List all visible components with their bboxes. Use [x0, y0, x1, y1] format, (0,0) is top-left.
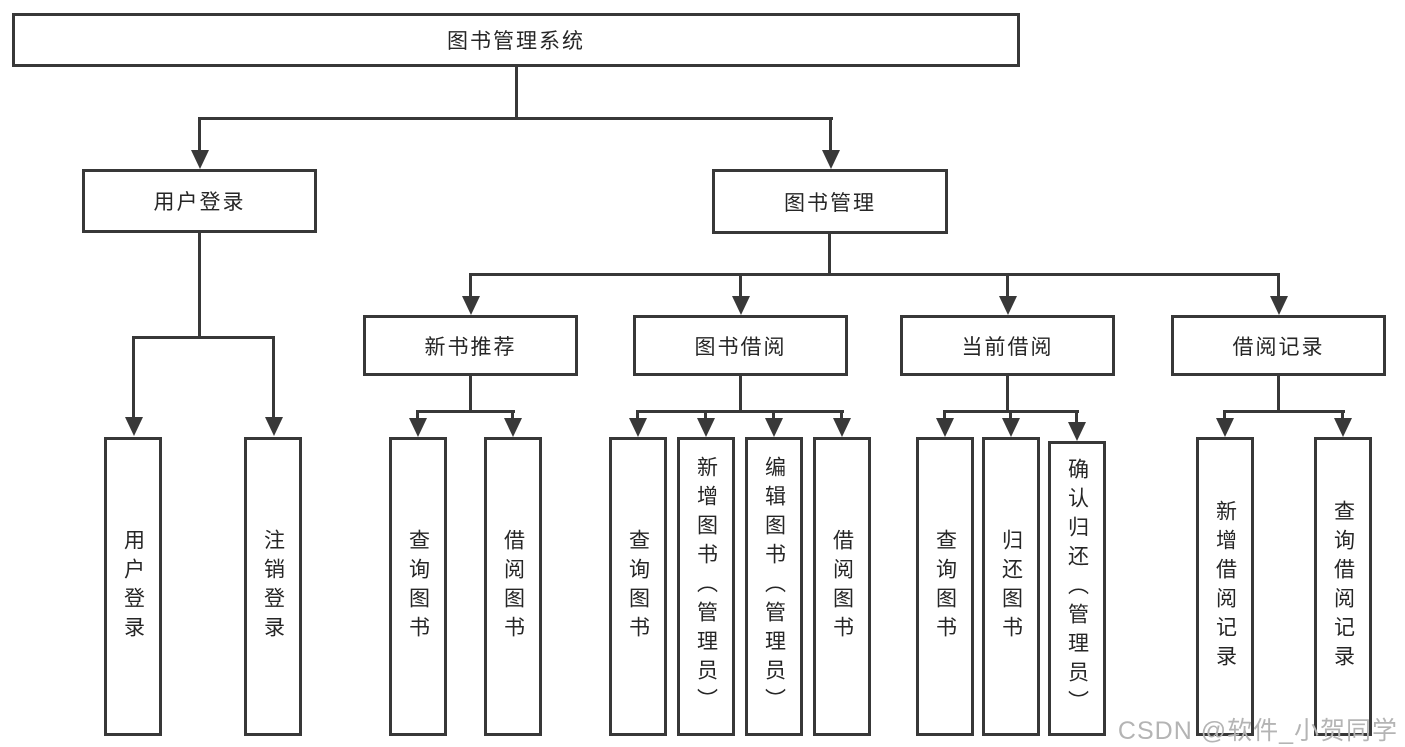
connector-level3-rail — [469, 273, 1280, 276]
arrow-down-icon — [732, 296, 750, 315]
node-borrow-records: 借阅记录 — [1171, 315, 1386, 376]
connector-to-leaf — [132, 336, 135, 418]
connector-to-current-borrow — [1006, 273, 1009, 297]
node-library-management-system: 图书管理系统 — [12, 13, 1020, 67]
connector-to-leaf — [772, 410, 775, 420]
connector-to-leaf — [1223, 410, 1226, 420]
leaf-label: 查询图书 — [406, 528, 430, 645]
leaf-query-books: 查询图书 — [609, 437, 667, 736]
csdn-watermark: CSDN @软件_小贺同学 — [1117, 717, 1398, 745]
arrow-down-icon — [191, 150, 209, 169]
node-label: 新书推荐 — [424, 335, 517, 359]
leaf-edit-books-admin: 编辑图书（管理员） — [745, 437, 803, 736]
leaf-label: 归还图书 — [999, 528, 1023, 645]
connector-to-leaf — [704, 410, 707, 420]
connector-to-borrow-records — [1277, 273, 1280, 297]
connector-stub — [739, 376, 742, 410]
leaf-query-borrow-record: 查询借阅记录 — [1314, 437, 1372, 736]
arrow-down-icon — [629, 418, 647, 437]
node-label: 图书管理系统 — [447, 30, 585, 53]
connector-to-leaf — [272, 336, 275, 418]
leaf-label: 借阅图书 — [830, 528, 854, 645]
arrow-down-icon — [409, 418, 427, 437]
arrow-down-icon — [999, 296, 1017, 315]
leaf-label: 用户登录 — [121, 528, 145, 645]
connector-root-stub — [515, 67, 518, 117]
connector-to-leaf — [943, 410, 946, 420]
leaf-label: 查询借阅记录 — [1331, 499, 1355, 674]
connector-to-leaf — [840, 410, 843, 420]
node-book-borrow: 图书借阅 — [633, 315, 848, 376]
leaf-return-books: 归还图书 — [982, 437, 1040, 736]
arrow-down-icon — [765, 418, 783, 437]
leaf-query-books: 查询图书 — [389, 437, 447, 736]
arrow-down-icon — [1002, 418, 1020, 437]
leaf-add-books-admin: 新增图书（管理员） — [677, 437, 735, 736]
node-label: 用户登录 — [153, 191, 246, 214]
arrow-down-icon — [1068, 422, 1086, 441]
leaf-borrow-books: 借阅图书 — [484, 437, 542, 736]
connector-rail — [636, 410, 844, 413]
connector-to-leaf — [1075, 410, 1078, 424]
leaf-label: 查询图书 — [933, 528, 957, 645]
node-label: 借阅记录 — [1232, 335, 1325, 359]
connector-to-book-management — [829, 117, 832, 151]
arrow-down-icon — [1216, 418, 1234, 437]
arrow-down-icon — [125, 417, 143, 436]
connector-to-leaf — [636, 410, 639, 420]
leaf-confirm-return-admin: 确认归还（管理员） — [1048, 441, 1106, 736]
leaf-label: 注销登录 — [261, 528, 285, 645]
leaf-label: 新增图书（管理员） — [694, 456, 718, 717]
arrow-down-icon — [822, 150, 840, 169]
leaf-label: 确认归还（管理员） — [1065, 458, 1089, 719]
arrow-down-icon — [462, 296, 480, 315]
arrow-down-icon — [1270, 296, 1288, 315]
leaf-query-books: 查询图书 — [916, 437, 974, 736]
arrow-down-icon — [265, 417, 283, 436]
node-book-management-group: 图书管理 — [712, 169, 948, 234]
connector-to-new-book — [469, 273, 472, 297]
node-label: 图书借阅 — [694, 335, 787, 359]
leaf-label: 借阅图书 — [501, 528, 525, 645]
connector-user-login-stub — [198, 233, 201, 336]
connector-to-user-login — [198, 117, 201, 151]
connector-to-leaf — [1009, 410, 1012, 420]
connector-to-book-borrow — [739, 273, 742, 297]
connector-level2-rail — [198, 117, 833, 120]
connector-to-leaf — [416, 410, 419, 420]
arrow-down-icon — [504, 418, 522, 437]
leaf-user-login: 用户登录 — [104, 437, 162, 736]
node-new-book-recommend: 新书推荐 — [363, 315, 578, 376]
node-label: 图书管理 — [784, 191, 876, 215]
connector-to-leaf — [1341, 410, 1344, 420]
connector-stub — [1277, 376, 1280, 410]
arrow-down-icon — [1334, 418, 1352, 437]
connector-book-management-stub — [828, 234, 831, 273]
arrow-down-icon — [936, 418, 954, 437]
node-label: 当前借阅 — [961, 335, 1054, 359]
arrow-down-icon — [833, 418, 851, 437]
leaf-add-borrow-record: 新增借阅记录 — [1196, 437, 1254, 736]
node-current-borrow: 当前借阅 — [900, 315, 1115, 376]
connector-stub — [469, 376, 472, 410]
leaf-label: 新增借阅记录 — [1213, 499, 1237, 674]
leaf-logout: 注销登录 — [244, 437, 302, 736]
connector-rail — [416, 410, 515, 413]
connector-stub — [1006, 376, 1009, 410]
connector-rail — [1223, 410, 1345, 413]
leaf-label: 编辑图书（管理员） — [762, 456, 786, 717]
leaf-borrow-books: 借阅图书 — [813, 437, 871, 736]
connector-user-login-rail — [132, 336, 275, 339]
node-user-login-group: 用户登录 — [82, 169, 317, 233]
leaf-label: 查询图书 — [626, 528, 650, 645]
arrow-down-icon — [697, 418, 715, 437]
connector-to-leaf — [511, 410, 514, 420]
